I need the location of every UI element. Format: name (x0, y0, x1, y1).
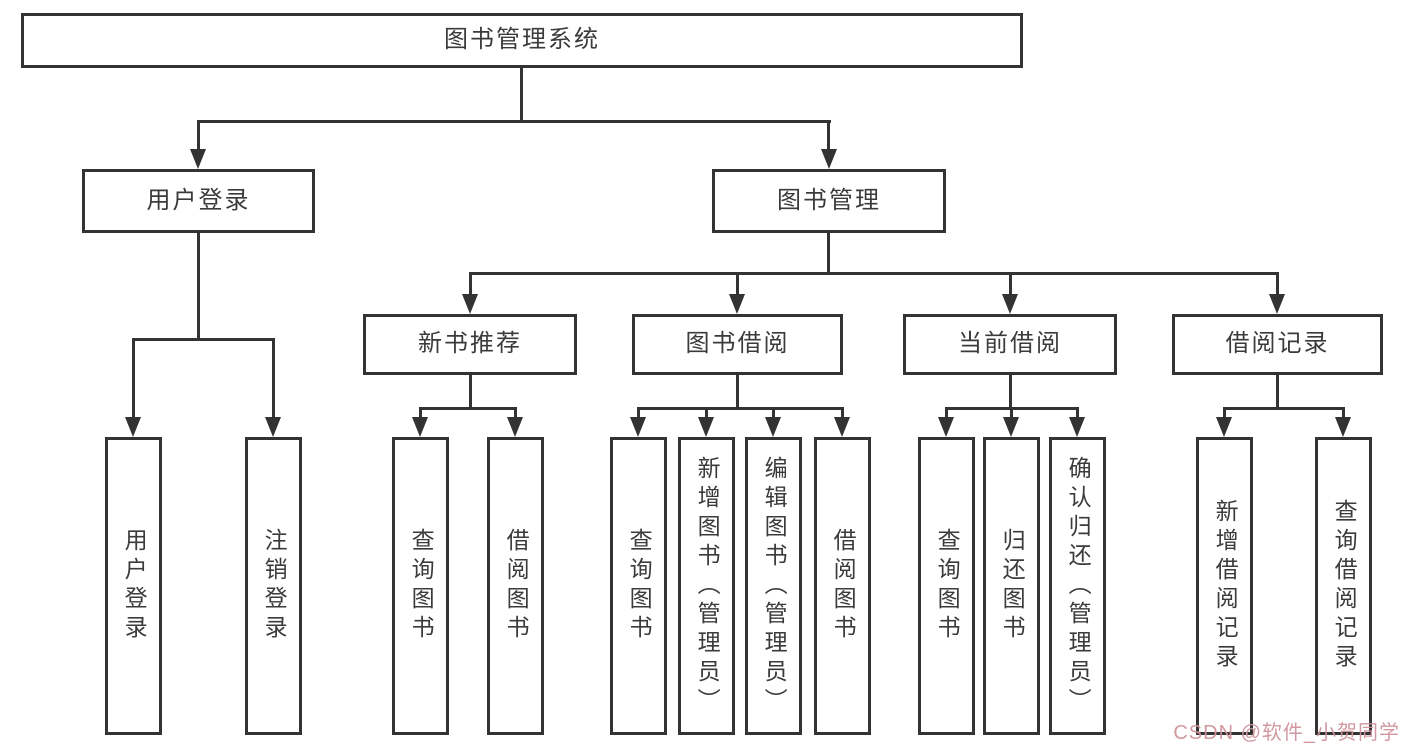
leaf-edit-book-admin: 编辑图书（管理员） (745, 437, 802, 735)
arrow-down-icon (765, 417, 781, 437)
arrow-down-icon (834, 417, 850, 437)
connector-line (1009, 375, 1012, 407)
arrow-down-icon (1216, 417, 1232, 437)
connector-line (1223, 407, 1226, 419)
csdn-watermark: CSDN @软件_小贺同学 (1173, 722, 1400, 744)
arrow-down-icon (938, 417, 954, 437)
node-borrowing-records: 借阅记录 (1172, 314, 1383, 375)
leaf-add-book-admin: 新增图书（管理员） (678, 437, 735, 735)
arrow-down-icon (1069, 417, 1085, 437)
connector-line (132, 338, 135, 418)
leaf-borrow-books-recommend: 借阅图书 (487, 437, 544, 735)
connector-line (736, 375, 739, 407)
arrow-down-icon (125, 417, 141, 437)
connector-line (1076, 407, 1079, 419)
connector-line (1342, 407, 1345, 419)
leaf-confirm-return-admin: 确认归还（管理员） (1049, 437, 1106, 735)
leaf-query-books-borrowing: 查询图书 (610, 437, 667, 735)
arrow-down-icon (1335, 417, 1351, 437)
leaf-query-books-current: 查询图书 (918, 437, 975, 735)
connector-line (469, 272, 1279, 275)
arrow-down-icon (462, 294, 478, 314)
connector-line (419, 407, 517, 410)
arrow-down-icon (507, 417, 523, 437)
connector-line (469, 272, 472, 296)
connector-line (520, 68, 523, 120)
connector-line (637, 407, 640, 419)
connector-line (514, 407, 517, 419)
leaf-query-books-recommend: 查询图书 (392, 437, 449, 735)
connector-line (469, 375, 472, 407)
arrow-down-icon (1269, 294, 1285, 314)
leaf-borrow-books-borrowing: 借阅图书 (814, 437, 871, 735)
connector-line (705, 407, 708, 419)
connector-line (827, 233, 830, 272)
leaf-user-login: 用户登录 (105, 437, 162, 735)
connector-line (197, 120, 200, 151)
connector-line (1223, 407, 1345, 410)
arrow-down-icon (412, 417, 428, 437)
connector-line (637, 407, 844, 410)
connector-line (1009, 272, 1012, 296)
connector-line (197, 233, 200, 338)
connector-line (132, 338, 275, 341)
leaf-add-borrow-record: 新增借阅记录 (1196, 437, 1253, 735)
connector-line (419, 407, 422, 419)
connector-line (197, 120, 831, 123)
connector-line (841, 407, 844, 419)
connector-line (1276, 272, 1279, 296)
leaf-logout: 注销登录 (245, 437, 302, 735)
leaf-query-borrow-record: 查询借阅记录 (1315, 437, 1372, 735)
connector-line (736, 272, 739, 296)
leaf-return-books: 归还图书 (983, 437, 1040, 735)
arrow-down-icon (1002, 294, 1018, 314)
connector-line (945, 407, 948, 419)
node-book-borrowing: 图书借阅 (632, 314, 843, 375)
node-current-borrowing: 当前借阅 (903, 314, 1117, 375)
connector-line (1010, 407, 1013, 419)
arrow-down-icon (698, 417, 714, 437)
arrow-down-icon (265, 417, 281, 437)
connector-line (1276, 375, 1279, 407)
connector-line (827, 120, 830, 151)
node-user-login: 用户登录 (82, 169, 315, 233)
node-new-book-recommendation: 新书推荐 (363, 314, 577, 375)
connector-line (272, 338, 275, 418)
node-book-management: 图书管理 (712, 169, 946, 233)
arrow-down-icon (630, 417, 646, 437)
connector-line (772, 407, 775, 419)
node-root-library-management-system: 图书管理系统 (21, 13, 1023, 68)
arrow-down-icon (190, 149, 206, 169)
arrow-down-icon (1003, 417, 1019, 437)
arrow-down-icon (729, 294, 745, 314)
arrow-down-icon (821, 149, 837, 169)
